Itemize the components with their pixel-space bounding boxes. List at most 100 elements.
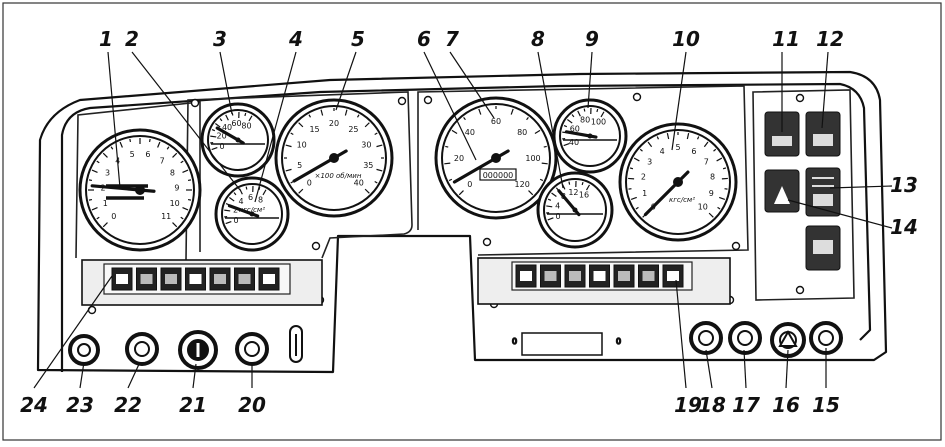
switch-13[interactable] [806, 168, 840, 216]
indicator-lamp [541, 265, 561, 287]
gauge-tick-label: 5 [675, 143, 680, 152]
indicator-lamp [112, 268, 132, 290]
callout-label-18: 18 [698, 393, 726, 417]
indicator-lamp [639, 265, 659, 287]
knob-23[interactable] [70, 336, 98, 364]
gauge-tick-mark [245, 113, 246, 116]
callout-label-14: 14 [890, 215, 918, 239]
indicator-lamp [259, 268, 279, 290]
knob-17[interactable] [730, 323, 760, 353]
ignition-switch-21[interactable] [180, 332, 216, 368]
gauge-tick-label: 40 [354, 179, 364, 188]
gauge-tick-label: 0 [111, 212, 116, 221]
gauge-tick-mark [582, 182, 583, 185]
gauge-tick-label: 8 [710, 173, 715, 182]
callout-label-17: 17 [732, 393, 760, 417]
gauge-tick-label: 80 [580, 116, 590, 125]
gauge-tick-mark [188, 180, 191, 181]
gauge-unit-label: кгс/см² [669, 196, 695, 204]
gauge-tick-label: 3 [647, 157, 652, 166]
thermometer-lever[interactable] [290, 326, 302, 362]
gauge-tick-label: 0 [219, 142, 224, 151]
indicator-lamp [663, 265, 683, 287]
indicator-lamp [614, 265, 634, 287]
gauge-tick-mark [544, 146, 547, 147]
gauge-tick-label: 4 [555, 201, 560, 210]
odometer-digits: 000000 [483, 171, 514, 180]
gauge-tick-label: 7 [160, 156, 165, 165]
callout-label-21: 21 [179, 393, 207, 417]
gauge-tick-label: 100 [525, 154, 540, 163]
gauge-tick-label: 1 [642, 189, 647, 198]
gauge-hub [236, 138, 241, 143]
indicator-lamp [186, 268, 206, 290]
gauge-tick-label: 10 [170, 199, 180, 208]
callout-label-20: 20 [238, 393, 266, 417]
indicator-lamp [516, 265, 536, 287]
callout-label-2: 2 [125, 27, 139, 51]
knob-18[interactable] [691, 323, 721, 353]
right-indicator-lamps [516, 265, 683, 287]
callout-label-11: 11 [772, 27, 800, 51]
gauge-unit-label: ×100 об/мин [315, 172, 362, 180]
gauge-tick-mark [150, 139, 151, 142]
indicator-lamp [590, 265, 610, 287]
gauge-tick-mark [89, 200, 92, 201]
gauge-tick-label: 6 [145, 150, 150, 159]
gauge-tick-label: 6 [248, 193, 253, 202]
gauge-tick-label: 11 [161, 212, 171, 221]
gauge-tick-label: 3 [105, 168, 110, 177]
gauge-hub [588, 134, 593, 139]
gauge-tick-label: 40 [569, 138, 579, 147]
gauge-tick-label: 8 [258, 195, 263, 204]
callout-label-19: 19 [674, 393, 702, 417]
gauge-tick-label: 30 [361, 141, 371, 150]
gauge-tick-label: 4 [239, 197, 244, 206]
gauge-tick-label: 7 [704, 157, 709, 166]
gauge-tick-mark [210, 136, 216, 137]
knob-22[interactable] [127, 334, 157, 364]
gauge-tick-label: 100 [591, 117, 606, 126]
gauge-tick-label: 6 [691, 147, 696, 156]
gauge-tick-mark [224, 210, 230, 211]
callout-label-12: 12 [816, 27, 844, 51]
gauge-tick-label: 8 [170, 168, 175, 177]
left-indicator-lamps [112, 268, 279, 290]
lower-console: 0 0 [512, 333, 621, 355]
gauge-hub [329, 153, 339, 163]
gauge-tick-mark [597, 109, 598, 112]
callout-label-15: 15 [812, 393, 840, 417]
gauge-tick-label: 0 [233, 216, 238, 225]
gauge-hub [491, 153, 501, 163]
gauge-tick-label: 0 [556, 212, 561, 221]
gauge-tick-label: 1 [103, 199, 108, 208]
gauge-tick-label: 9 [709, 189, 714, 198]
left-warning-lamp-strip [82, 260, 322, 305]
gauge-tick-label: 80 [517, 128, 527, 137]
gauge-tick-mark [444, 163, 450, 164]
gauge-tick-label: 40 [465, 128, 475, 137]
knob-20[interactable] [237, 334, 267, 364]
gauge-tick-label: 0 [307, 179, 312, 188]
gauge-tick-mark [246, 187, 247, 190]
gauge-tick-label: 5 [130, 150, 135, 159]
gauge-tick-mark [569, 182, 570, 185]
gauge-tick-mark [188, 200, 191, 201]
callout-label-7: 7 [445, 27, 459, 51]
gauge-tick-label: 16 [579, 190, 589, 199]
right-warning-lamp-strip [478, 258, 730, 304]
gauge-tick-label: 9 [174, 183, 179, 192]
indicator-lamp [137, 268, 157, 290]
gauge-tick-mark [584, 109, 585, 112]
svg-text:0: 0 [616, 337, 621, 346]
callout-label-6: 6 [417, 27, 431, 51]
gauge-tick-mark [130, 139, 131, 142]
indicator-lamp [565, 265, 585, 287]
bottom-control-knobs [70, 323, 841, 368]
